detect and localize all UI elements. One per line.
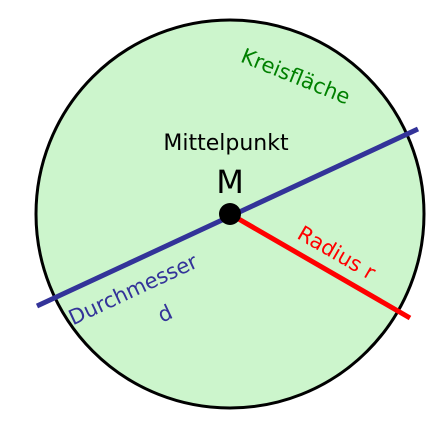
center-symbol-label: M xyxy=(216,163,244,201)
center-label: Mittelpunkt xyxy=(163,131,289,156)
center-point xyxy=(219,203,241,225)
radius-line xyxy=(228,211,412,321)
